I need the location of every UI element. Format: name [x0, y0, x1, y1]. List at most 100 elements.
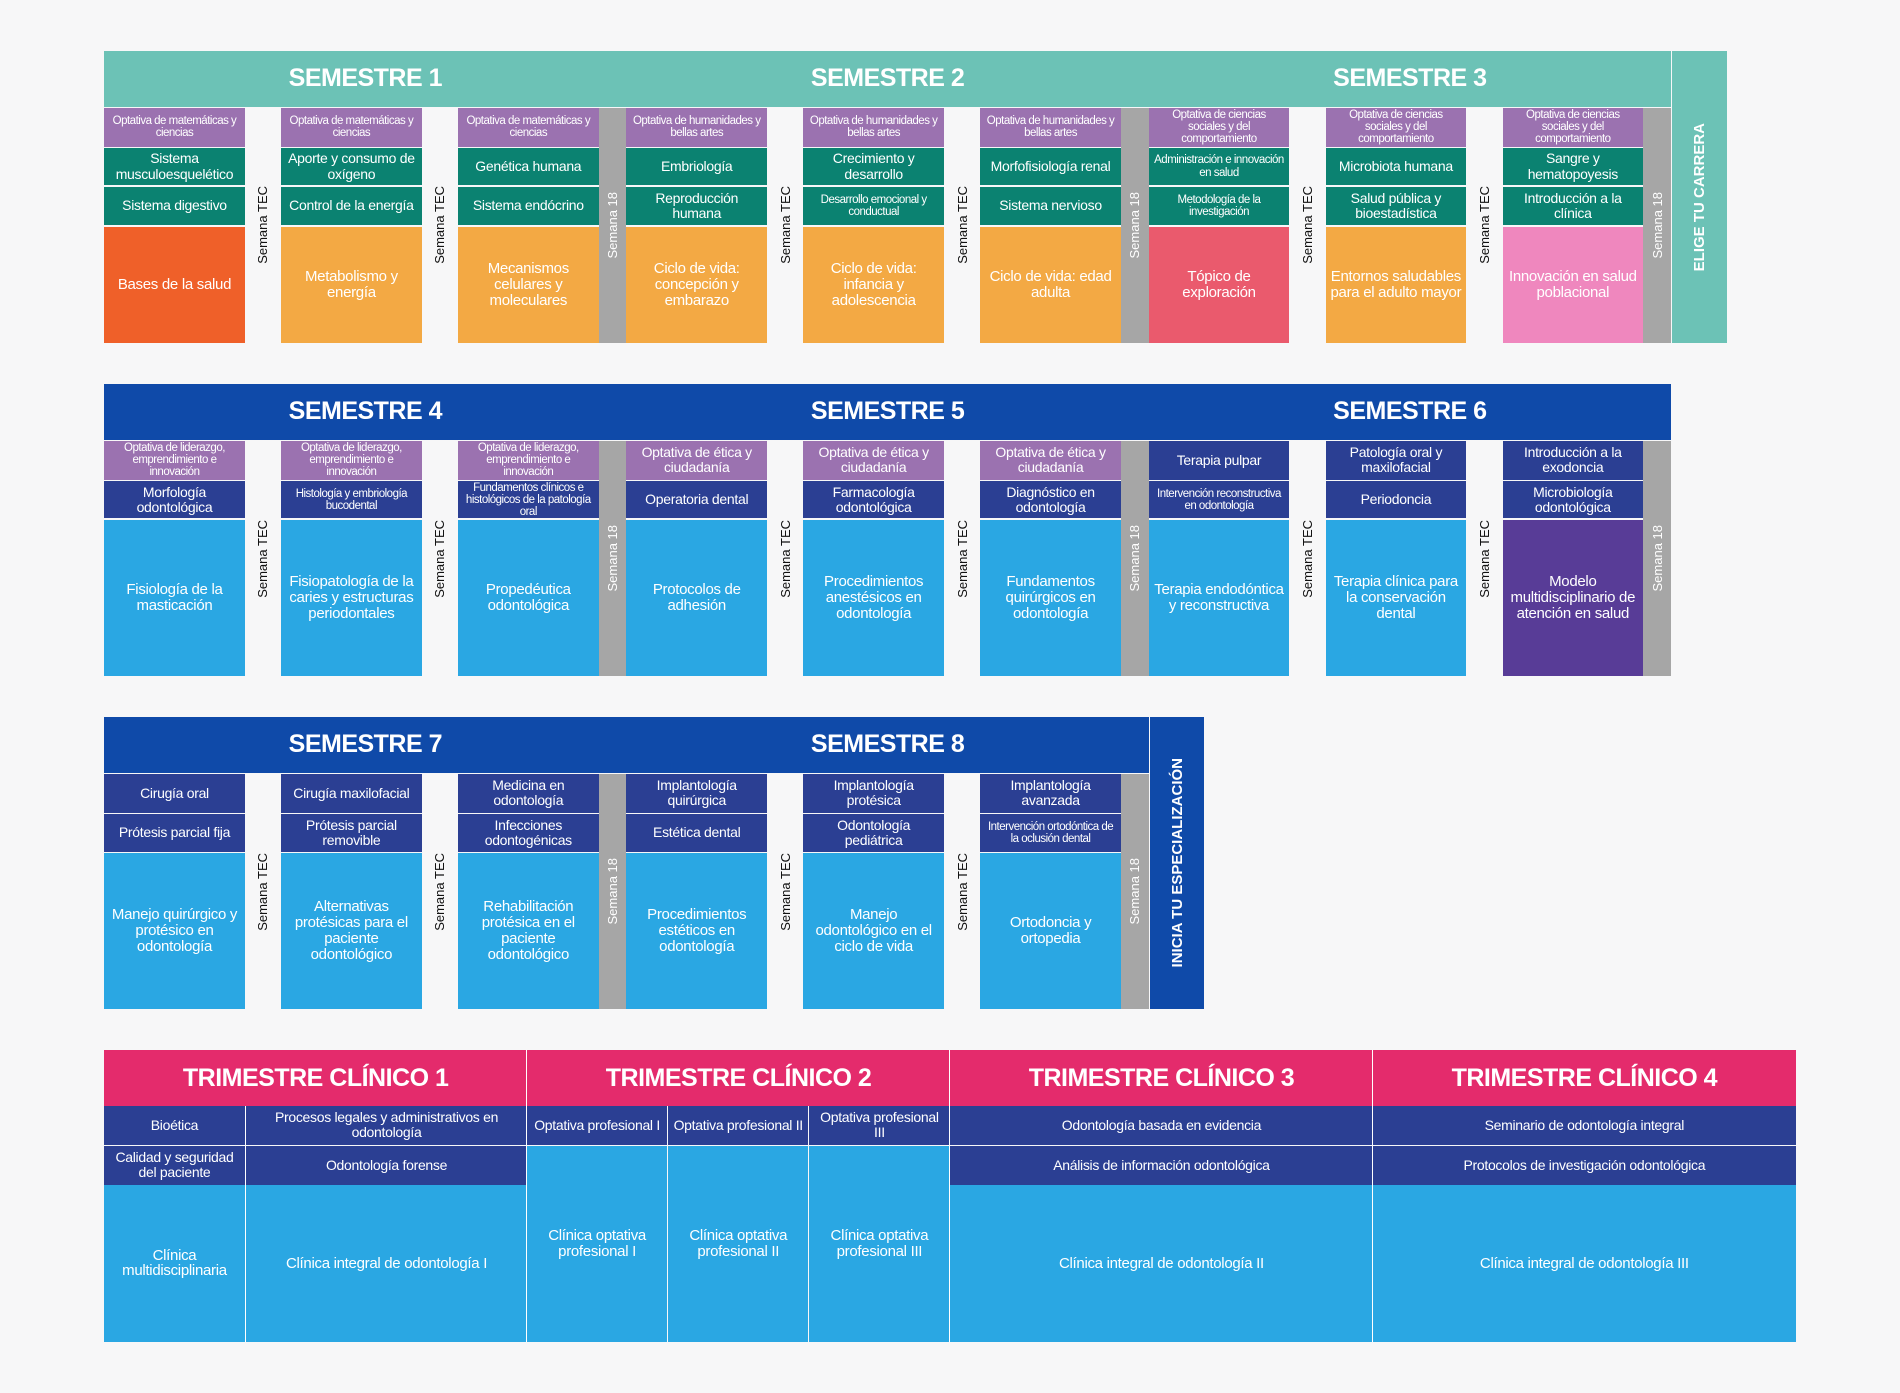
semana-tec-label: Semana TEC	[767, 441, 803, 676]
block-cell: Alternativas protésicas para el paciente…	[281, 852, 422, 1009]
block-cell: Ortodoncia y ortopedia	[980, 852, 1121, 1009]
semana-18-label: Semana 18	[1120, 107, 1149, 343]
semana-tec-label: Semana TEC	[1289, 108, 1325, 343]
course-cell: Salud pública y bioestadística	[1325, 186, 1467, 226]
vertical-label: Semana 18	[1649, 192, 1665, 259]
semester-title: SEMESTRE 8	[626, 717, 1149, 773]
course-cell: Intervención ortodóntica de la oclusión …	[980, 813, 1121, 852]
course-cell: Microbiología odontológica	[1502, 480, 1644, 519]
course-cell: Periodoncia	[1325, 480, 1467, 519]
vertical-label: Semana 18	[605, 192, 621, 259]
course-cell: Medicina en odontología	[458, 774, 599, 813]
semester-title: SEMESTRE 4	[104, 383, 627, 440]
vertical-label: Semana TEC	[1299, 186, 1315, 265]
block-cell: Ciclo de vida: infancia y adolescencia	[803, 226, 944, 343]
block-cell: Bases de la salud	[104, 226, 245, 343]
course-cell: Optativa de ética y ciudadanía	[980, 440, 1121, 480]
course-cell: Cirugía oral	[104, 774, 245, 813]
course-cell: Infecciones odontogénicas	[458, 813, 599, 852]
block-cell: Entornos saludables para el adulto mayor	[1325, 226, 1467, 343]
course-cell: Calidad y seguridad del paciente	[104, 1145, 245, 1185]
trimester-title: TRIMESTRE CLÍNICO 1	[104, 1050, 528, 1106]
course-cell: Desarrollo emocional y conductual	[803, 186, 944, 226]
course-cell: Optativa de humanidades y bellas artes	[626, 107, 767, 147]
block-cell: Clínica integral de odontología I	[245, 1184, 528, 1343]
vertical-label: Semana TEC	[1299, 519, 1315, 598]
course-cell: Patología oral y maxilofacial	[1325, 440, 1467, 480]
block-cell: Terapia clínica para la conservación den…	[1325, 519, 1467, 676]
block-cell: Clínica integral de odontología II	[950, 1184, 1373, 1343]
vertical-label: Semana 18	[1127, 525, 1143, 592]
semana-18-label: Semana 18	[598, 440, 627, 676]
course-cell: Optativa profesional III	[809, 1105, 950, 1145]
vertical-label: Semana 18	[605, 858, 621, 925]
block-cell: Protocolos de adhesión	[626, 519, 767, 676]
course-cell: Optativa de ética y ciudadanía	[626, 440, 767, 480]
semana-18-label: Semana 18	[1643, 107, 1671, 343]
trimester-title: TRIMESTRE CLÍNICO 2	[527, 1050, 950, 1106]
semana-18-label: Semana 18	[1120, 774, 1149, 1009]
vertical-label: Semana TEC	[255, 519, 271, 598]
semana-tec-label: Semana TEC	[245, 441, 281, 676]
vertical-label: INICIA TU ESPECIALIZACIÓN	[1168, 758, 1186, 968]
block-cell: Innovación en salud poblacional	[1502, 226, 1644, 343]
course-cell: Bioética	[104, 1105, 245, 1145]
course-cell: Optativa de ética y ciudadanía	[803, 440, 944, 480]
semana-tec-label: Semana TEC	[944, 441, 980, 676]
course-cell: Análisis de información odontológica	[950, 1145, 1373, 1185]
vertical-label: Semana TEC	[777, 519, 793, 598]
course-cell: Optativa de matemáticas y ciencias	[104, 107, 245, 147]
course-cell: Prótesis parcial removible	[281, 813, 422, 852]
semana-18-label: Semana 18	[1120, 440, 1149, 676]
block-cell: Tópico de exploración	[1148, 226, 1290, 343]
course-cell: Morfología odontológica	[104, 480, 245, 519]
vertical-label: Semana TEC	[954, 519, 970, 598]
course-cell: Introducción a la exodoncia	[1502, 440, 1644, 480]
course-cell: Farmacología odontológica	[803, 480, 944, 519]
course-cell: Sistema nervioso	[980, 186, 1121, 226]
vertical-label: Semana 18	[1127, 858, 1143, 925]
semana-tec-label: Semana TEC	[944, 774, 980, 1009]
semana-tec-label: Semana TEC	[422, 441, 458, 676]
course-cell: Seminario de odontología integral	[1372, 1105, 1796, 1145]
course-cell: Optativa de ciencias sociales y del comp…	[1148, 107, 1290, 147]
course-cell: Morfofisiología renal	[980, 147, 1121, 186]
semana-18-label: Semana 18	[598, 107, 627, 343]
course-cell: Intervención reconstructiva en odontolog…	[1148, 480, 1290, 519]
vertical-label: ELIGE TU CARRERA	[1690, 122, 1708, 271]
semana-tec-label: Semana TEC	[1466, 108, 1502, 343]
course-cell: Sistema musculoesquelético	[104, 147, 245, 186]
block-cell: Fisiopatología de la caries y estructura…	[281, 519, 422, 676]
block-cell: Modelo multidisciplinario de atención en…	[1502, 519, 1644, 676]
course-cell: Implantología quirúrgica	[626, 774, 767, 813]
course-cell: Optativa profesional I	[527, 1105, 668, 1145]
vertical-label: Semana TEC	[954, 186, 970, 265]
vertical-label: Semana TEC	[777, 852, 793, 931]
course-cell: Odontología pediátrica	[803, 813, 944, 852]
course-cell: Odontología forense	[245, 1145, 528, 1185]
vertical-label: Semana TEC	[432, 186, 448, 265]
vertical-label: Semana 18	[1127, 192, 1143, 259]
semana-tec-label: Semana TEC	[767, 108, 803, 343]
semana-18-label: Semana 18	[598, 774, 627, 1009]
course-cell: Optativa de matemáticas y ciencias	[281, 107, 422, 147]
semana-18-label: Semana 18	[1643, 440, 1671, 676]
vertical-label: Semana TEC	[954, 852, 970, 931]
course-cell: Optativa de ciencias sociales y del comp…	[1325, 107, 1467, 147]
semana-tec-label: Semana TEC	[1466, 441, 1502, 676]
semana-tec-label: Semana TEC	[767, 774, 803, 1009]
trimester-title: TRIMESTRE CLÍNICO 4	[1372, 1050, 1796, 1106]
block-cell: Terapia endodóntica y reconstructiva	[1148, 519, 1290, 676]
course-cell: Implantología avanzada	[980, 774, 1121, 813]
course-cell: Optativa de liderazgo, emprendimiento e …	[458, 440, 599, 480]
vertical-label: Semana TEC	[432, 519, 448, 598]
semana-tec-label: Semana TEC	[422, 774, 458, 1009]
course-cell: Sistema digestivo	[104, 186, 245, 226]
separator	[244, 1105, 246, 1343]
course-cell: Fundamentos clínicos e histológicos de l…	[458, 480, 599, 519]
vertical-label: Semana TEC	[777, 186, 793, 265]
course-cell: Cirugía maxilofacial	[281, 774, 422, 813]
block-cell: Mecanismos celulares y moleculares	[458, 226, 599, 343]
elige-tu-carrera-banner: ELIGE TU CARRERA	[1672, 50, 1727, 343]
semana-tec-label: Semana TEC	[944, 108, 980, 343]
